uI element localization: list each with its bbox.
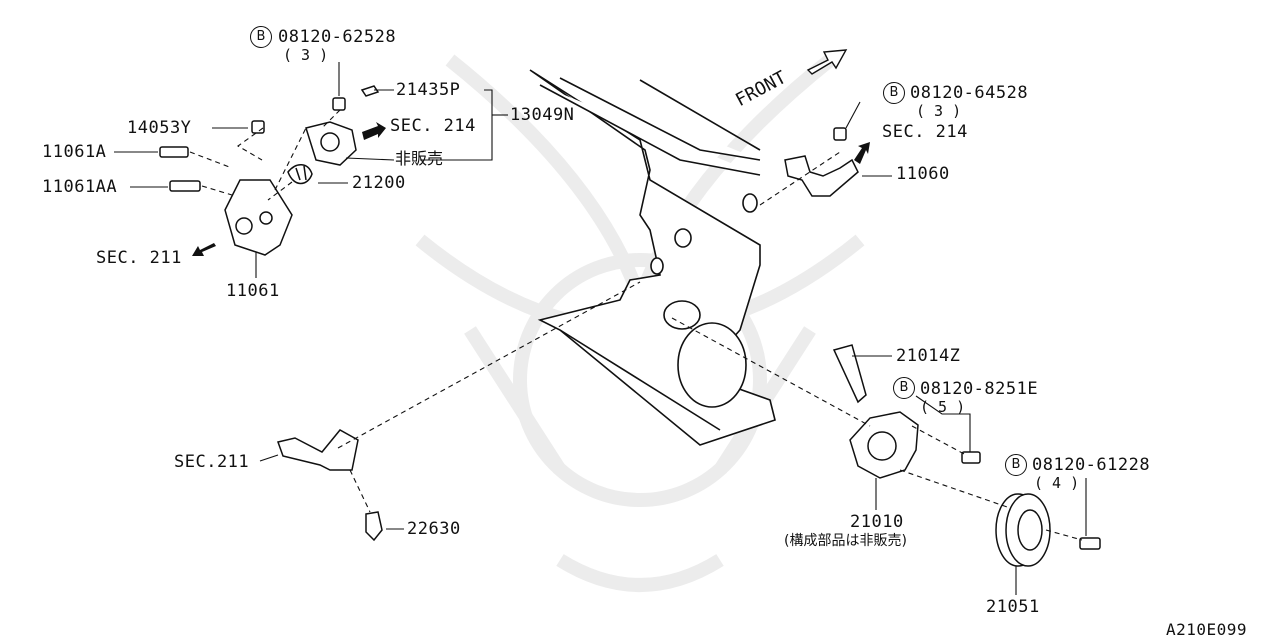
part-11060[interactable]: 11060	[896, 164, 950, 184]
sec-211-link-2[interactable]: SEC.211	[174, 452, 250, 472]
engine-block	[529, 69, 776, 446]
part-21200[interactable]: 21200	[352, 173, 406, 193]
qty-08120-8251e: ( 5 )	[920, 398, 966, 416]
sec-214-link-2[interactable]: SEC. 214	[882, 122, 968, 142]
bolt-b-badge: B	[250, 26, 272, 48]
part-21014z[interactable]: 21014Z	[896, 346, 961, 366]
qty-08120-61228: ( 4 )	[1034, 474, 1080, 492]
water-outlet-pipe	[784, 127, 859, 197]
sec214-arrow-icon-2	[854, 142, 870, 164]
qty-08120-64528: ( 3 )	[916, 102, 962, 120]
part-08120-61228[interactable]: 08120-61228	[1032, 455, 1151, 475]
part-11061[interactable]: 11061	[226, 281, 280, 301]
sec-211-link[interactable]: SEC. 211	[96, 248, 182, 268]
part-11061aa[interactable]: 11061AA	[42, 177, 118, 197]
water-pump-pulley	[995, 493, 1101, 567]
water-pump-note: (構成部品は非販売)	[784, 533, 907, 549]
part-11061a[interactable]: 11061A	[42, 142, 107, 162]
bolt-b-badge-2: B	[883, 82, 905, 104]
part-21051[interactable]: 21051	[986, 597, 1040, 617]
part-21435p[interactable]: 21435P	[396, 80, 461, 100]
thermostat-housing-parts	[159, 85, 380, 256]
part-08120-8251e[interactable]: 08120-8251E	[920, 379, 1039, 399]
water-inlet-pipe	[277, 429, 383, 542]
not-for-sale-label: 非販売	[395, 149, 444, 168]
part-14053y[interactable]: 14053Y	[127, 118, 192, 138]
diagram-code: A210E099	[1166, 620, 1248, 639]
front-arrow-icon	[806, 49, 848, 75]
bolt-b-badge-4: B	[1005, 454, 1027, 476]
qty-08120-62528: ( 3 )	[283, 46, 329, 64]
part-13049n[interactable]: 13049N	[510, 105, 575, 125]
leader-lines	[114, 62, 1087, 595]
sec214-arrow-icon	[362, 122, 386, 140]
assembly-lines	[189, 109, 1083, 541]
part-21010[interactable]: 21010	[850, 512, 904, 532]
water-pump	[832, 344, 981, 479]
part-22630[interactable]: 22630	[407, 519, 461, 539]
sec-214-link[interactable]: SEC. 214	[390, 116, 476, 136]
sec211-arrow-icon	[192, 243, 216, 256]
bolt-b-badge-3: B	[893, 377, 915, 399]
part-08120-64528[interactable]: 08120-64528	[910, 83, 1029, 103]
part-08120-62528[interactable]: 08120-62528	[278, 27, 397, 47]
